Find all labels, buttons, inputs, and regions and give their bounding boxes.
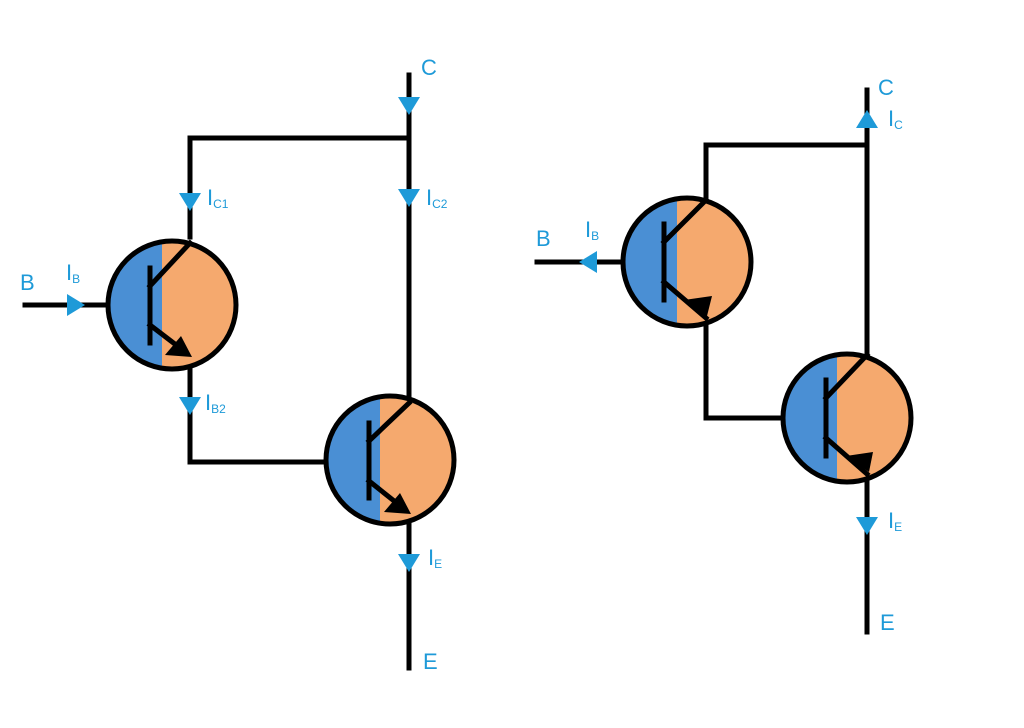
pnp-terminal-b-label: B [536, 226, 551, 251]
q3-ring [620, 195, 754, 329]
q1-ring [105, 238, 239, 372]
npn-ib-label: IB [66, 260, 80, 286]
ib-arrow-icon [67, 294, 85, 316]
npn-terminal-c-label: C [421, 55, 437, 80]
npn-current-arrows [67, 97, 420, 572]
wire-q3-collector [703, 142, 870, 203]
pnp-current-arrows [579, 110, 878, 535]
q2-ring [323, 393, 457, 527]
pnp-darlington-circuit: C B E IC IB IE [534, 75, 914, 635]
ie-arrow-icon [856, 517, 878, 535]
q1-collector-lead [146, 239, 194, 290]
q3-collector-lead [660, 196, 710, 246]
ic-arrow-icon [856, 110, 878, 128]
npn-terminal-b-label: B [20, 270, 35, 295]
npn-ic2-label: IC2 [426, 185, 448, 211]
pnp-transistor-q3 [620, 195, 754, 329]
npn-darlington-circuit: C B E IB IC1 IC2 IB2 IE [20, 55, 457, 674]
npn-terminal-e-label: E [423, 649, 438, 674]
wire-emitter-1-to-base-2 [187, 367, 329, 465]
npn-ib2-label: IB2 [205, 390, 226, 416]
wire-collector-1 [187, 135, 412, 240]
ic2-arrow-icon [398, 189, 420, 207]
q3-emitter-arrow-icon [684, 296, 712, 316]
npn-ic1-label: IC1 [207, 185, 229, 211]
q4-ring [780, 351, 914, 485]
npn-transistor-q1 [105, 238, 239, 372]
ic1-arrow-icon [179, 193, 201, 211]
npn-transistor-q2 [323, 393, 457, 527]
pnp-ic-label: IC [888, 106, 903, 132]
pnp-transistor-q4 [780, 351, 914, 485]
npn-wires [22, 72, 412, 671]
pnp-ie-label: IE [888, 508, 902, 534]
q2-collector-lead [365, 399, 413, 445]
q1-emitter-arrow-icon [165, 336, 192, 357]
q2-emitter-half [380, 396, 454, 524]
ib2-arrow-icon [179, 397, 201, 415]
ie-arrow-icon [398, 554, 420, 572]
q4-collector-lead [822, 351, 871, 402]
q4-emitter-arrow-icon [846, 452, 873, 472]
npn-ie-label: IE [428, 545, 442, 571]
pnp-terminal-c-label: C [878, 75, 894, 100]
pnp-labels: C B E IC IB IE [536, 75, 903, 635]
pnp-ib-label: IB [585, 217, 599, 243]
pnp-terminal-e-label: E [880, 610, 895, 635]
wire-q3-emitter-to-q4-base [703, 323, 786, 421]
q2-emitter-arrow-icon [384, 493, 411, 514]
collector-current-arrow-icon [398, 97, 420, 115]
npn-labels: C B E IB IC1 IC2 IB2 IE [20, 55, 448, 674]
ib-out-arrow-icon [579, 251, 597, 273]
